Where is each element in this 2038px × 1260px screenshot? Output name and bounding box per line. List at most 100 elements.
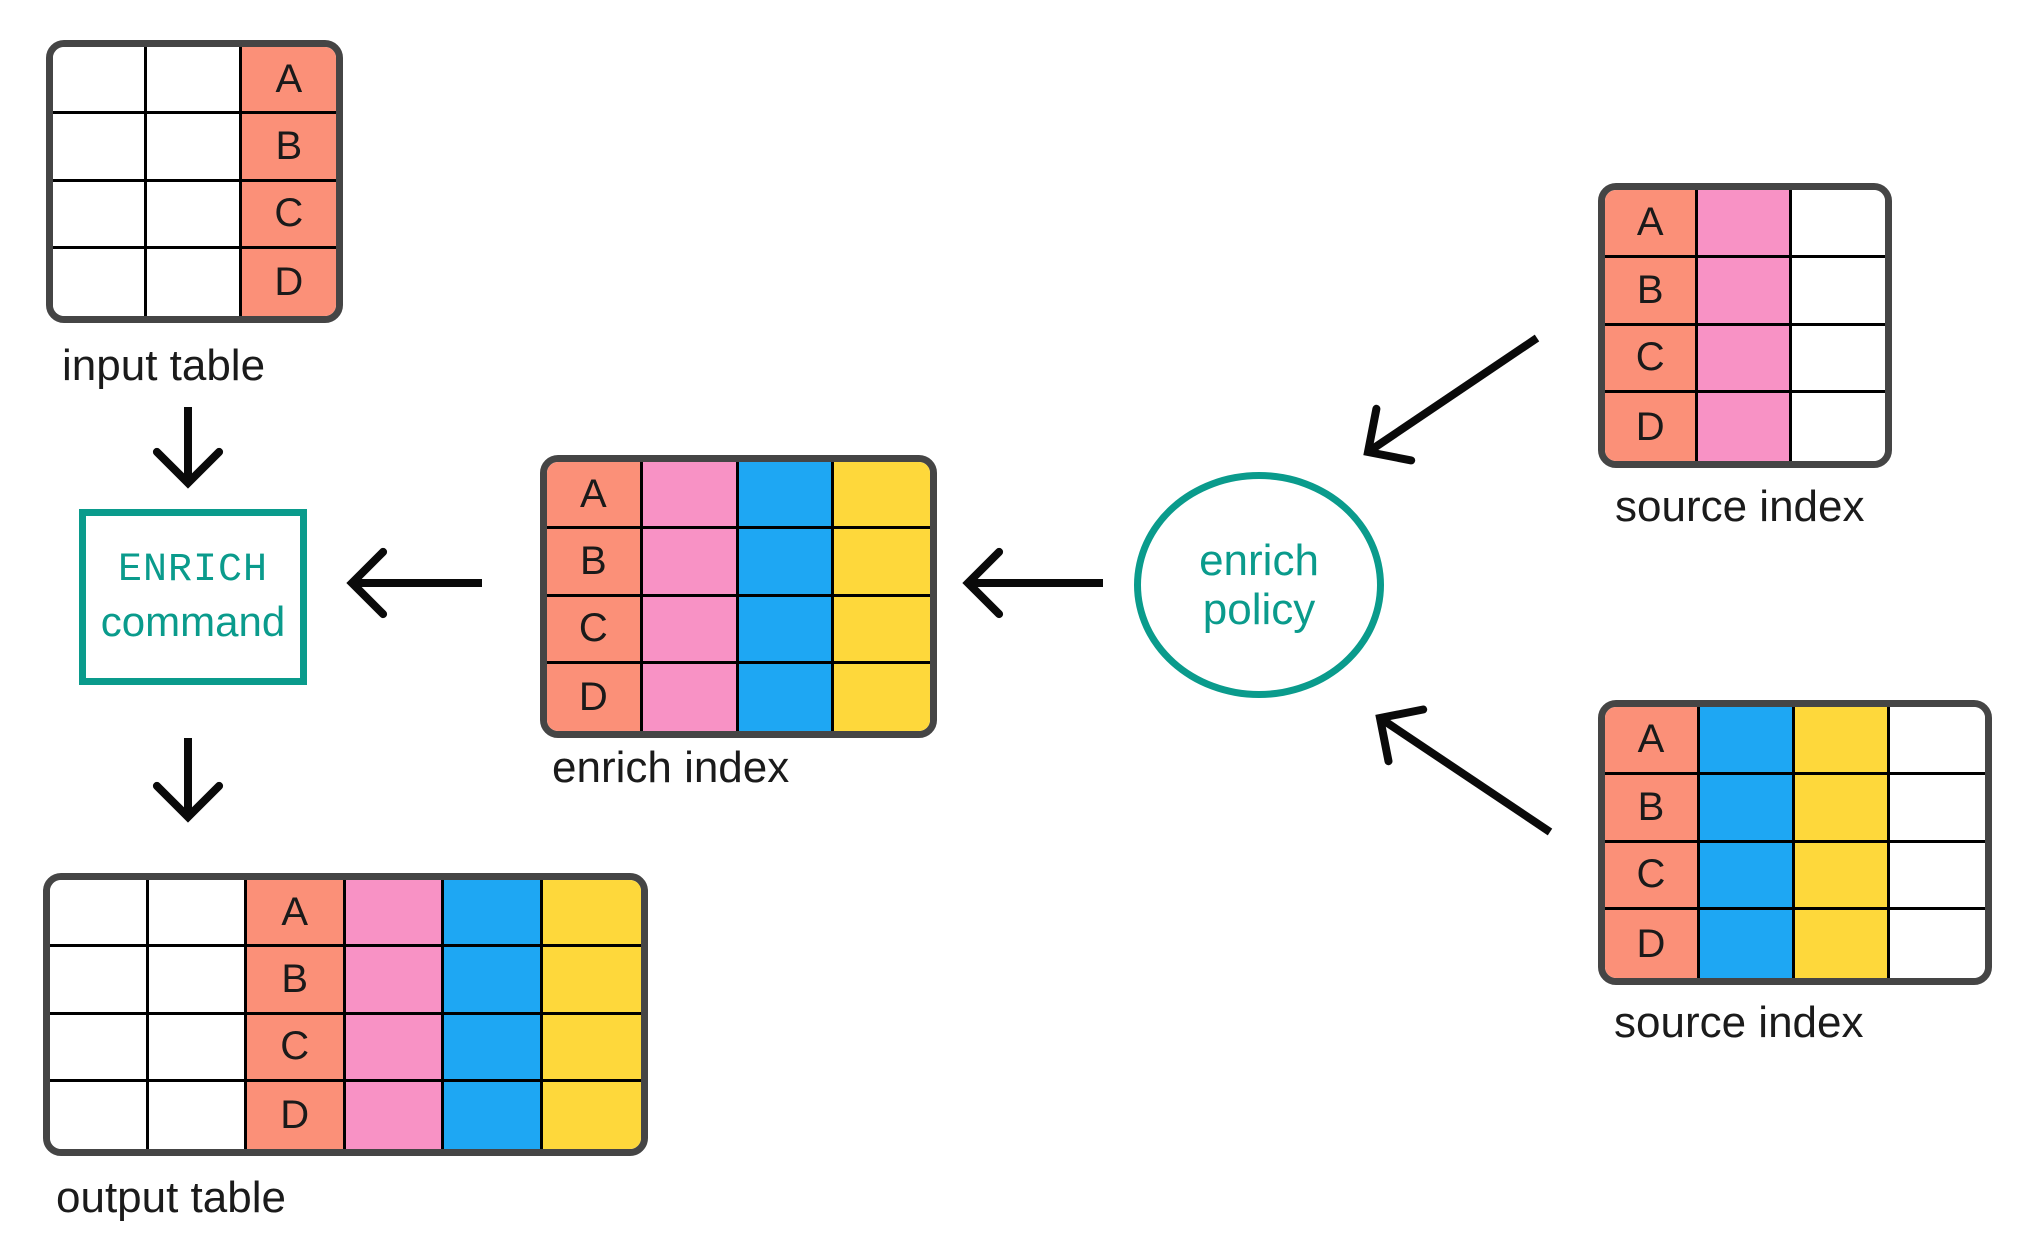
table-cell (642, 596, 739, 664)
key-cell: B (247, 947, 346, 1015)
table-cell (542, 1014, 641, 1082)
table-cell (147, 181, 242, 249)
enrich-command-word: command (100, 597, 286, 645)
table-cell (345, 880, 444, 948)
source-index-bottom-label: source index (1614, 998, 1864, 1047)
table-cell (444, 1081, 543, 1149)
key-cell: B (547, 529, 643, 597)
table-cell (1700, 707, 1795, 775)
table-cell (1700, 910, 1795, 978)
table-cell (1795, 707, 1890, 775)
key-cell: B (241, 114, 336, 182)
table-cell (1890, 910, 1985, 978)
table-cell (1795, 774, 1890, 843)
table-cell (1890, 842, 1985, 911)
table-cell (642, 529, 739, 597)
enrich-policy-line1: enrich (1199, 535, 1319, 585)
enrich-index-label: enrich index (552, 743, 790, 792)
key-cell: B (1605, 774, 1700, 843)
table-cell (1700, 842, 1795, 911)
table-cell (53, 248, 148, 316)
source-index-top-label: source index (1615, 482, 1865, 531)
table-cell (642, 462, 739, 530)
key-cell: C (547, 596, 643, 664)
table-cell (50, 1081, 149, 1149)
table-cell (147, 248, 242, 316)
key-cell: D (1605, 910, 1700, 978)
table-cell (1700, 774, 1795, 843)
arrow-source-top-to-enrich-policy (1363, 334, 1540, 465)
table-cell (1791, 257, 1885, 326)
table-cell (1698, 190, 1792, 258)
arrow-source-bottom-to-enrich-policy (1375, 705, 1553, 836)
key-cell: D (547, 663, 643, 731)
table-cell (738, 663, 835, 731)
table-cell (50, 947, 149, 1015)
table-cell (1890, 707, 1985, 775)
table-cell (147, 114, 242, 182)
table-cell (1791, 393, 1885, 461)
table-cell (53, 47, 148, 115)
input-table-label: input table (62, 341, 266, 390)
key-cell: D (247, 1081, 346, 1149)
key-cell: D (1605, 393, 1699, 461)
table-cell (1890, 774, 1985, 843)
table-cell (345, 947, 444, 1015)
table-cell (834, 596, 930, 664)
table-cell (738, 529, 835, 597)
enrich-command-keyword: ENRICH (117, 547, 269, 593)
table-cell (738, 462, 835, 530)
key-cell: C (247, 1014, 346, 1082)
key-cell: A (1605, 707, 1700, 775)
table-cell (1791, 325, 1885, 394)
table-cell (50, 880, 149, 948)
table-cell (345, 1014, 444, 1082)
output-table-label: output table (56, 1173, 286, 1222)
key-cell: A (547, 462, 643, 530)
table-cell (834, 663, 930, 731)
table-cell (542, 1081, 641, 1149)
table-cell (834, 462, 930, 530)
table-cell (148, 947, 247, 1015)
arrow-enrich-command-to-output-table (152, 738, 224, 823)
table-cell (50, 1014, 149, 1082)
arrow-enrich-policy-to-enrich-index (962, 547, 1103, 619)
enrich-policy-line2: policy (1202, 585, 1316, 634)
table-cell (444, 947, 543, 1015)
table-cell (642, 663, 739, 731)
table-cell (147, 47, 242, 115)
table-cell (542, 880, 641, 948)
enrich-command-box: ENRICH command (79, 509, 307, 685)
key-cell: A (1605, 190, 1699, 258)
table-cell (542, 947, 641, 1015)
table-cell (53, 114, 148, 182)
table-cell (834, 529, 930, 597)
table-cell (345, 1081, 444, 1149)
table-cell (148, 880, 247, 948)
table-cell (1791, 190, 1885, 258)
key-cell: C (241, 181, 336, 249)
table-cell (1698, 393, 1792, 461)
key-cell: D (241, 248, 336, 316)
key-cell: A (247, 880, 346, 948)
table-cell (1698, 257, 1792, 326)
arrow-input-table-to-enrich-command (152, 407, 224, 489)
table-cell (148, 1014, 247, 1082)
enrich-policy-circle: enrich policy (1134, 472, 1384, 698)
table-cell (53, 181, 148, 249)
table-cell (1698, 325, 1792, 394)
key-cell: C (1605, 842, 1700, 911)
key-cell: A (241, 47, 336, 115)
table-cell (738, 596, 835, 664)
table-cell (1795, 910, 1890, 978)
table-cell (1795, 842, 1890, 911)
key-cell: C (1605, 325, 1699, 394)
table-cell (444, 880, 543, 948)
table-cell (148, 1081, 247, 1149)
